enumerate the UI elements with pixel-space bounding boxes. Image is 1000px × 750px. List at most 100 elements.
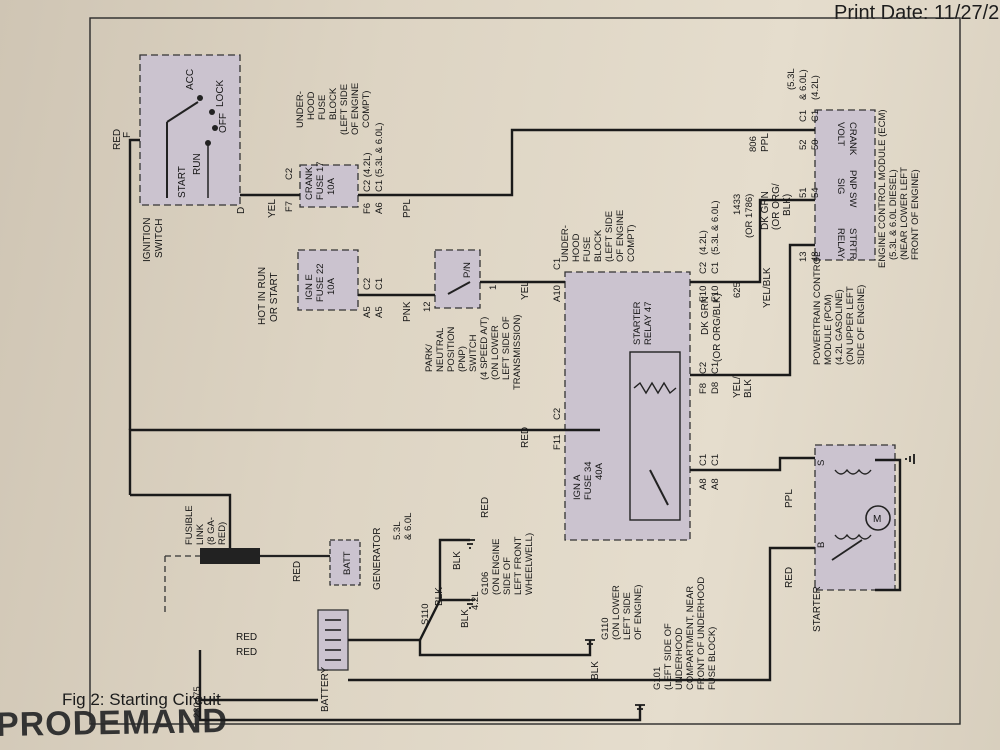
wire-red-g106: RED [480, 497, 491, 518]
pnp-line-6: (4 SPEED A/T) [479, 317, 490, 380]
crank-fuse-line-3: 10A [326, 177, 337, 195]
wires [128, 128, 902, 722]
conn-right-53: (5.3L [786, 68, 797, 90]
g106-line-5: WHEELWELL) [524, 533, 535, 595]
conn-f10: F10 [698, 286, 709, 302]
wire-blk-1: BLK [590, 661, 601, 680]
g106-line-1: G106 [480, 572, 491, 595]
starter-label: STARTER [812, 586, 823, 632]
conn-a10: A10 [552, 285, 563, 302]
conn-c1-a8-2: C1 [710, 454, 721, 466]
wire-ppl-806: PPL [760, 133, 771, 152]
conn-c2-top: C2 [284, 168, 295, 180]
conn-f6: F6 [362, 203, 373, 214]
pcm-line-4: (ON UPPER LEFT [845, 286, 856, 365]
generator: BATT GENERATOR [329, 528, 383, 590]
pcm-line-5: SIDE OF ENGINE) [856, 285, 867, 365]
fbmid-line-3: FUSE [582, 237, 593, 262]
hot-in-run-1: HOT IN RUN [257, 267, 268, 325]
pnp-line-5: SWITCH [468, 334, 479, 372]
starter-relay [629, 351, 681, 521]
conn-c2-relay: C2 [698, 362, 709, 374]
ecm-line-3: (NEAR LOWER LEFT [899, 167, 910, 260]
pnp-labels: PARK/ NEUTRAL POSITION (PNP) SWITCH (4 S… [424, 315, 523, 390]
pnp-pn-label: P/N [462, 262, 473, 278]
conn-a6: A6 [374, 202, 385, 214]
pcm-line-3: (4.2L GASOLINE) [834, 289, 845, 365]
pin-12: 12 [422, 301, 433, 312]
pnp-line-9: TRANSMISSION) [512, 315, 523, 390]
ign-start-label: START [177, 166, 188, 198]
strtr-relay-2: RELAY [835, 228, 846, 259]
wire-red-gen: RED [292, 561, 303, 582]
battery: BATTERY [317, 609, 349, 712]
fbtop-line-3: FUSE [317, 95, 328, 120]
conn-c2-mid: C2 [698, 262, 709, 274]
wire-dkgrn-mid: DK GRN [700, 296, 711, 335]
starter-relay-line-1: STARTER [632, 301, 643, 345]
g101-line-3: UNDERHOOD [674, 628, 685, 690]
ecm-line-4: FRONT OF ENGINE) [910, 169, 921, 260]
pcm-line-2: MODULE (PCM) [823, 294, 834, 365]
fbtop-line-4: BLOCK [328, 87, 339, 120]
wire-dkgrn-top: DK GRN [760, 191, 771, 230]
circuit-806: 806 [748, 136, 759, 152]
pin-52: 52 [798, 139, 809, 150]
generator-label: GENERATOR [372, 528, 383, 590]
eng-60-label: & 6.0L [403, 513, 414, 540]
g101-line-6: FUSE BLOCK) [707, 627, 718, 690]
wire-yel-mid: YEL [520, 281, 531, 300]
conn-c2-42: C2 (4.2L) [362, 152, 373, 192]
pnp-line-3: POSITION [446, 326, 457, 372]
wire-yel-d: YEL [267, 199, 278, 218]
batt-label: BATT [342, 551, 353, 575]
wire-red-f: RED [112, 129, 123, 150]
conn-a5-1: A5 [362, 306, 373, 318]
ign-lock-label: LOCK [215, 79, 226, 107]
ignition-switch-label-2: SWITCH [154, 219, 165, 258]
ign-e-line-2: FUSE 22 [315, 263, 326, 302]
wire-ppl-starter: PPL [784, 489, 795, 508]
pcm-line-1: POWERTRAIN CONTROL [812, 252, 823, 365]
g106-line-3: SIDE OF [502, 557, 513, 595]
figure-title: Fig 2: Starting Circuit [62, 690, 221, 709]
fbmid-line-5: (LEFT SIDE [604, 211, 615, 262]
ign-a-line-3: 40A [594, 462, 605, 480]
pin-50: 50 [810, 139, 821, 150]
wire-dkgrn-top-2: (OR ORG/ [771, 183, 782, 230]
wire-red-mid: RED [520, 427, 531, 448]
pnp-line-7: (ON LOWER [490, 325, 501, 380]
wire-red-bat-1: RED [236, 632, 257, 643]
wire-yelblk-left-2: BLK [743, 379, 754, 398]
ignition-switch-label-1: IGNITION [142, 218, 153, 262]
connector-labels: C2 F7 F6 A6 C2 (4.2L) C1 (5.3L & 6.0L) A… [284, 68, 821, 490]
g110-line-1: G110 [600, 617, 611, 640]
fbtop-line-5: (LEFT SIDE [339, 84, 350, 135]
ign-a-line-2: FUSE 34 [583, 461, 594, 500]
wire-dkgrn-top-3: BLK) [782, 194, 793, 216]
fusible-line-3: (8 GA- [206, 517, 217, 545]
pnp-line-8: LEFT SIDE OF [501, 316, 512, 380]
g106-line-4: LEFT FRONT [513, 536, 524, 595]
diagram-border [89, 17, 961, 725]
conn-c1-a8: C1 [698, 454, 709, 466]
starter-motor: M S B STARTER [812, 444, 896, 632]
wire-blk-4: BLK [434, 587, 445, 606]
conn-c2-f11: C2 [552, 408, 563, 420]
wire-dkgrn-mid-alt: (OR ORG/BLK) [712, 293, 723, 362]
ign-e-fuse-block: IGN E FUSE 22 10A HOT IN RUN OR START [257, 249, 359, 325]
conn-right-53b: & 6.0L) [798, 69, 809, 100]
conn-c2-ign: C2 [362, 278, 373, 290]
fbmid-line-6: OF ENGINE [615, 210, 626, 262]
conn-c1-right2: C1 [810, 110, 821, 122]
conn-c1-mid2: C1 [710, 262, 721, 274]
battery-label: BATTERY [320, 666, 331, 712]
circuit-625: 625 [732, 282, 743, 298]
circuit-1433: 1433 [732, 194, 743, 215]
conn-53-mid: (5.3L & 6.0L) [710, 200, 721, 255]
conn-c1-relay: C1 [710, 362, 721, 374]
g110-line-3: LEFT SIDE [622, 592, 633, 640]
fbmid-line-4: BLOCK [593, 229, 604, 262]
crank-fuse-line-1: CRANK [304, 166, 315, 200]
crank-fuse-line-2: FUSE 17 [315, 161, 326, 200]
